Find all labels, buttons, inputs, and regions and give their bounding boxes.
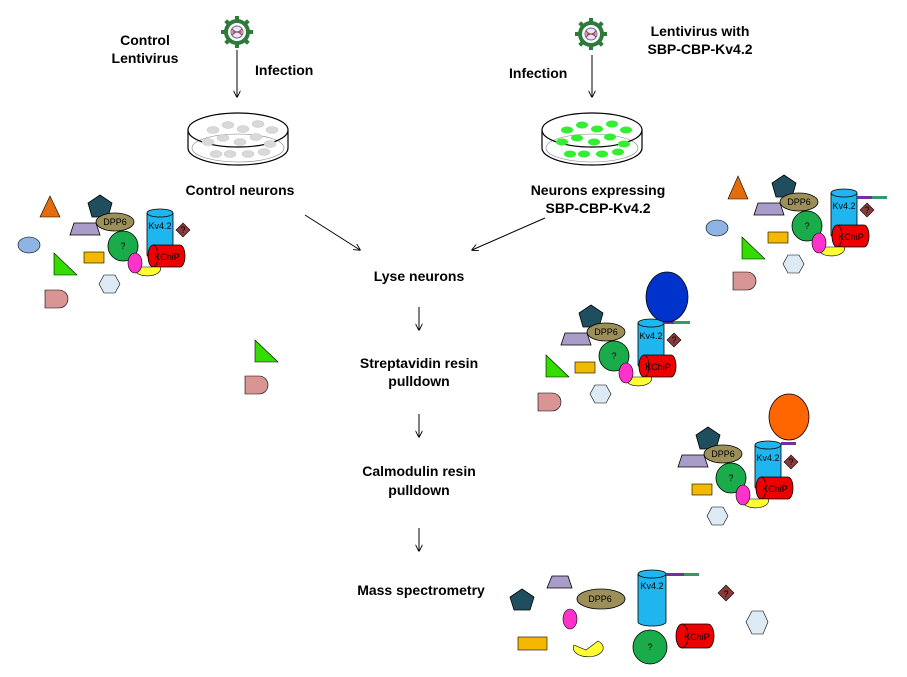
trapezoid-protein [546,575,573,589]
streptavidin-bead [645,271,689,323]
kv42-lysate-proteins [705,174,887,291]
lentivirus-kv42-line1: Lentivirus with [651,23,750,39]
control-lentivirus-line2: Lentivirus [112,50,179,66]
unknown-diamond-protein [717,584,735,602]
mass-spec-proteins: DPP6 ? Kv4.2 ? KChiP [509,569,769,665]
dpp6-protein [576,588,626,610]
control-dish [187,112,289,166]
unbound-green-triangle [254,339,279,363]
calmodulin-line2: pulldown [388,482,449,498]
pentagon-protein [509,588,535,611]
yellow-pacman-protein [573,640,604,658]
streptavidin-bound-cluster [537,271,690,412]
arrow-control-to-lyse [304,214,360,250]
mass-spectrometry-label: Mass spectrometry [357,582,485,598]
lentivirus-kv42-line2: SBP-CBP-Kv4.2 [647,41,752,57]
neurons-expressing-line1: Neurons expressing [531,182,666,198]
kv42-protein [637,574,667,627]
green-triangle [53,252,78,276]
mass-unknown-circle-label: ? [647,642,652,652]
calmodulin-bound-cluster [677,393,810,526]
hexagon-protein [745,610,769,635]
complex-without-tag [69,194,191,294]
lyse-neurons-label: Lyse neurons [374,268,465,284]
control-lentivirus-line1: Control [120,32,170,48]
mass-kv42-label: Kv4.2 [640,581,663,591]
kv42-lentivirus-icon [574,17,608,51]
kv42-dish [541,112,643,166]
control-neurons-label: Control neurons [186,182,295,198]
blue-ellipse [17,236,41,254]
mass-kchip-label: KChiP [684,632,710,642]
streptavidin-line2: pulldown [388,373,449,389]
neurons-expressing-line2: SBP-CBP-Kv4.2 [545,200,650,216]
unknown-circle-protein [632,629,668,665]
complex-with-tag [753,174,875,274]
orange-triangle [39,195,61,218]
control-lentivirus-icon [220,15,254,49]
infection-label-right: Infection [509,65,567,81]
infection-label-left: Infection [255,62,313,78]
salmon-d-shape [44,289,69,309]
kchip-protein [681,623,715,649]
mass-dpp6-label: DPP6 [588,594,612,604]
calmodulin-bead [768,393,810,441]
arrow-kv42-to-lyse [472,217,546,250]
calmodulin-line1: Calmodulin resin [362,463,476,479]
pink-protein [562,608,578,630]
unbound-d-shape [244,375,269,395]
mass-unknown-diamond-label: ? [723,589,728,599]
control-lysate-proteins [17,194,191,309]
yellow-rect-protein [517,636,548,651]
streptavidin-line1: Streptavidin resin [360,355,478,371]
